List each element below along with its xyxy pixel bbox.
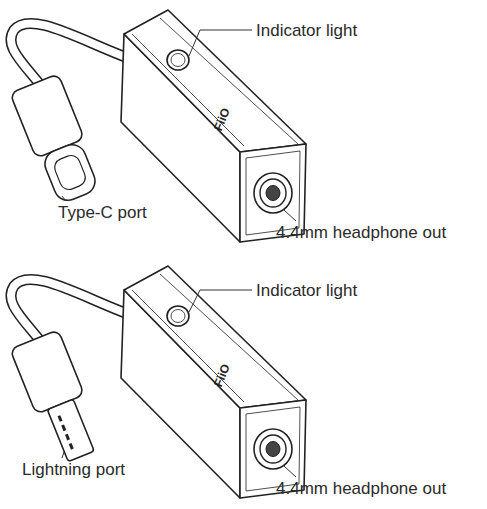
type-c-connector (10, 74, 104, 207)
callout-label: 4.4mm headphone out (276, 224, 446, 241)
lightning-connector (10, 330, 105, 466)
callout-label: 4.4mm headphone out (276, 480, 446, 497)
callout-label: Type-C port (58, 204, 147, 221)
callout-label: Indicator light (256, 282, 357, 299)
callout-label: Indicator light (256, 22, 357, 39)
callout-label: Lightning port (22, 461, 125, 478)
